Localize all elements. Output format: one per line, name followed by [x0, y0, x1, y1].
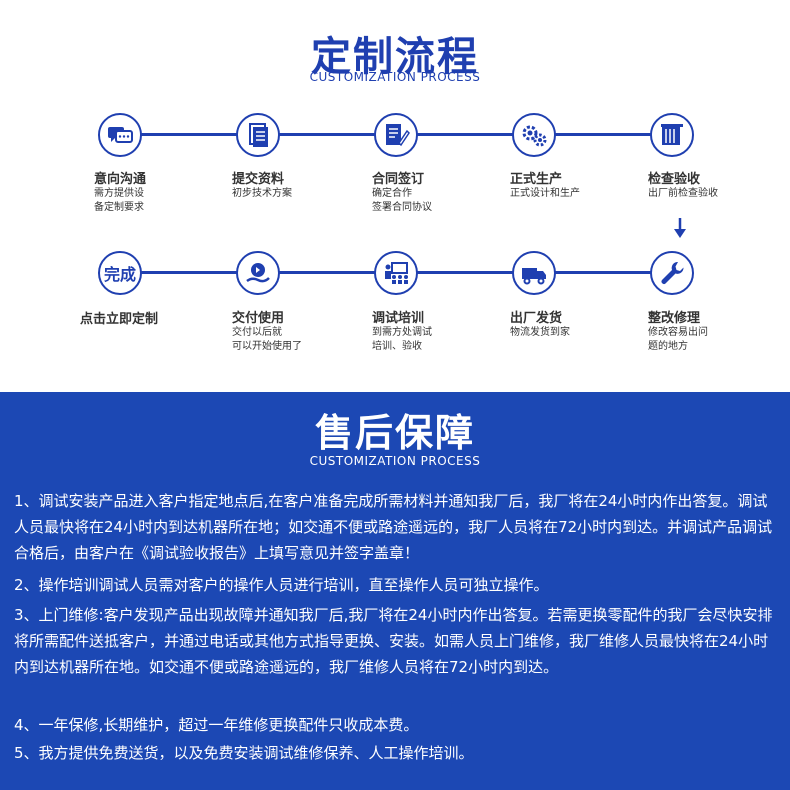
- step-desc: 修改容易出问 题的地方: [648, 327, 708, 352]
- chat-bubbles-icon: [98, 113, 142, 157]
- wrench-icon: [650, 251, 694, 295]
- after-sales-title: 售后保障: [314, 411, 475, 455]
- step-desc: 确定合作 签署合同协议: [372, 188, 432, 213]
- step-desc: 需方提供设 备定制要求: [94, 188, 144, 213]
- step-desc: 到需方处调试 培训、验收: [372, 327, 432, 352]
- step-desc: 正式设计和生产: [510, 188, 580, 199]
- step-desc: 初步技术方案: [232, 188, 292, 199]
- step-title: 出厂发货: [510, 311, 563, 326]
- step-title: 合同签订: [372, 172, 425, 187]
- step-desc: 出厂前检查验收: [648, 188, 718, 199]
- step-title: 调试培训: [372, 311, 425, 326]
- after-sales-item: 4、一年保修,长期维护，超过一年维修更换配件只收成本费。: [14, 716, 419, 734]
- step-title: 正式生产: [510, 172, 563, 187]
- complete-badge[interactable]: 完成: [98, 251, 142, 295]
- step-title: 交付使用: [232, 311, 285, 326]
- step-desc: 交付以后就 可以开始使用了: [232, 327, 302, 352]
- after-sales-item: 3、上门维修:客户发现产品出现故障并通知我厂后,我厂将在24小时内作出答复。若需…: [14, 606, 773, 676]
- after-sales-section: 售后保障 CUSTOMIZATION PROCESS 1、调试安装产品进入客户指…: [0, 392, 790, 790]
- gears-icon: [512, 113, 556, 157]
- step-desc: 物流发货到家: [510, 327, 570, 338]
- customize-now-link[interactable]: 点击立即定制: [80, 312, 159, 327]
- contract-pen-icon: [374, 113, 418, 157]
- step-title: 整改修理: [648, 311, 701, 326]
- after-sales-item: 1、调试安装产品进入客户指定地点后,在客户准备完成所需材料并通知我厂后，我厂将在…: [14, 492, 773, 562]
- after-sales-subtitle: CUSTOMIZATION PROCESS: [309, 454, 481, 468]
- arrow-down-icon: [674, 218, 686, 238]
- process-subtitle: CUSTOMIZATION PROCESS: [309, 70, 481, 84]
- after-sales-item: 5、我方提供免费送货，以及免费安装调试维修保养、人工操作培训。: [14, 744, 474, 762]
- hand-delivery-icon: [236, 251, 280, 295]
- step-title: 意向沟通: [94, 172, 147, 187]
- inspection-icon: [650, 113, 694, 157]
- documents-icon: [236, 113, 280, 157]
- truck-icon: [512, 251, 556, 295]
- after-sales-item: 2、操作培训调试人员需对客户的操作人员进行培训，直至操作人员可独立操作。: [14, 576, 549, 594]
- step-title: 检查验收: [648, 172, 701, 187]
- process-title: 定制流程: [311, 34, 479, 80]
- customization-process-section: 定制流程 CUSTOMIZATION PROCESS 意向沟通 需方提供设 备定…: [0, 0, 790, 392]
- step-title: 提交资料: [232, 172, 285, 187]
- training-icon: [374, 251, 418, 295]
